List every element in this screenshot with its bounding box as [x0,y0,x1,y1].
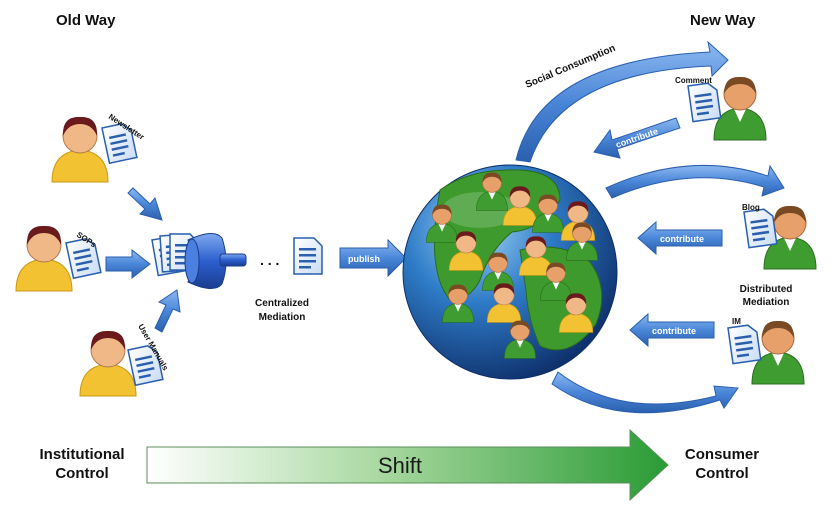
document-icon [687,81,722,123]
social-consumption-arrow [515,40,729,163]
contributor-blog: Blog [742,203,817,270]
consumer-control-line2: Control [695,465,748,482]
contribute-arrow-im: contribute [629,312,715,348]
institutional-control-line2: Control [55,465,108,482]
contribute-label-im: contribute [652,326,696,336]
doc-label-im: IM [732,317,741,326]
old-source-newsletter: Newsletter [51,112,146,183]
doc-label-blog: Blog [742,203,760,212]
centralized-funnel [151,233,247,289]
globe-to-blog-arrow [605,164,785,199]
person-icon [79,330,137,397]
distributed-line2: Mediation [743,297,790,308]
contribute-arrow-blog: contribute [637,220,723,256]
document-icon [743,207,778,249]
consumer-control-line1: Consumer [685,446,759,463]
person-icon [713,76,767,141]
contribute-label-blog: contribute [660,234,704,244]
contributor-comment: Comment [675,76,767,141]
contributor-im: IM [727,317,805,385]
contribute-arrow-comment: contribute [593,117,681,159]
centralized-line1: Centralized [255,298,309,309]
contribute-label-comment: contribute [614,126,659,150]
distributed-line1: Distributed [740,284,793,295]
arrow-sops-to-funnel [105,248,151,280]
publish-arrow [339,238,407,278]
document-icon [727,323,762,365]
old-source-sops: SOPs [15,225,102,292]
publish-label: publish [348,254,380,264]
arrow-newsletter-to-funnel [127,187,163,221]
shift-label: Shift [378,453,422,478]
centralized-line2: Mediation [259,312,306,323]
old-source-user-manuals: User Manuals [79,323,170,397]
doc-label-comment: Comment [675,76,712,85]
shift-arrow [146,428,669,502]
institutional-control-line1: Institutional [40,446,125,463]
dots: . . . [260,252,279,268]
globe-to-im-arrow [551,371,739,414]
person-icon [15,225,73,292]
published-document-icon [293,237,323,275]
arrow-manuals-to-funnel [154,289,181,333]
heading-old-way: Old Way [56,12,116,29]
person-icon [51,116,109,183]
heading-new-way: New Way [690,12,756,29]
